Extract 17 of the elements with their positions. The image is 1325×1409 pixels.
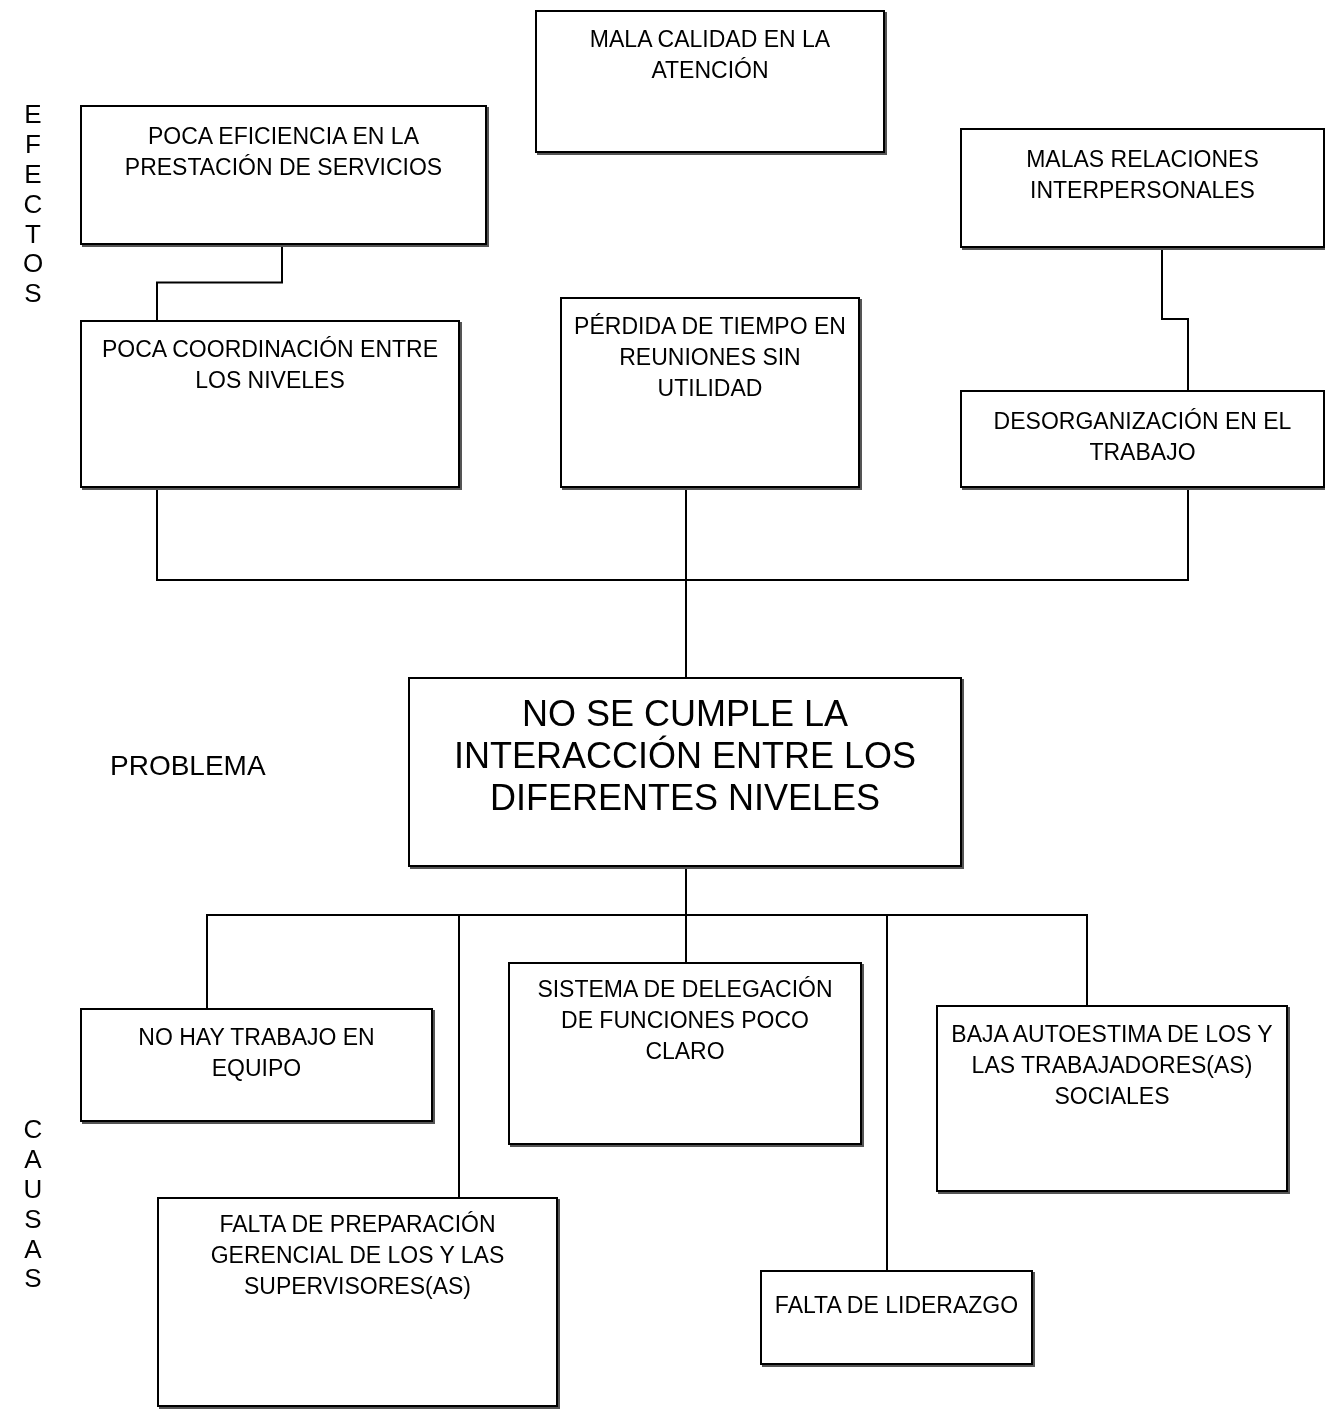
text-box: FALTA DE PREPARACIÓN GERENCIAL DE LOS Y LAS SUPERVISORES(AS) xyxy=(157,1197,558,1407)
text-box: NO SE CUMPLE LA INTERACCIÓN ENTRE LOS DIFERENTES NIVELES xyxy=(408,677,962,867)
text-box: SISTEMA DE DELEGACIÓN DE FUNCIONES POCO CLARO xyxy=(508,962,862,1145)
text-box: MALA CALIDAD EN LA ATENCIÓN xyxy=(535,10,885,153)
text-box: PÉRDIDA DE TIEMPO EN REUNIONES SIN UTILIDAD xyxy=(560,297,860,488)
connector-line xyxy=(1161,247,1189,391)
text-box: POCA EFICIENCIA EN LA PRESTACIÓN DE SERVICIOS xyxy=(80,105,487,245)
text-box: DESORGANIZACIÓN EN EL TRABAJO xyxy=(960,390,1325,488)
section-label: EFECTOS xyxy=(21,100,45,310)
text-box: MALAS RELACIONES INTERPERSONALES xyxy=(960,128,1325,248)
connector-line xyxy=(156,244,283,321)
text-box: NO HAY TRABAJO EN EQUIPO xyxy=(80,1008,433,1122)
text-box: FALTA DE LIDERAZGO xyxy=(760,1270,1033,1365)
text-box: BAJA AUTOESTIMA DE LOS Y LAS TRABAJADORES(AS) SOCIALES xyxy=(936,1005,1288,1192)
section-label: CAUSAS xyxy=(22,1115,44,1295)
text-box: POCA COORDINACIÓN ENTRE LOS NIVELES xyxy=(80,320,460,488)
section-label: PROBLEMA xyxy=(110,749,266,783)
